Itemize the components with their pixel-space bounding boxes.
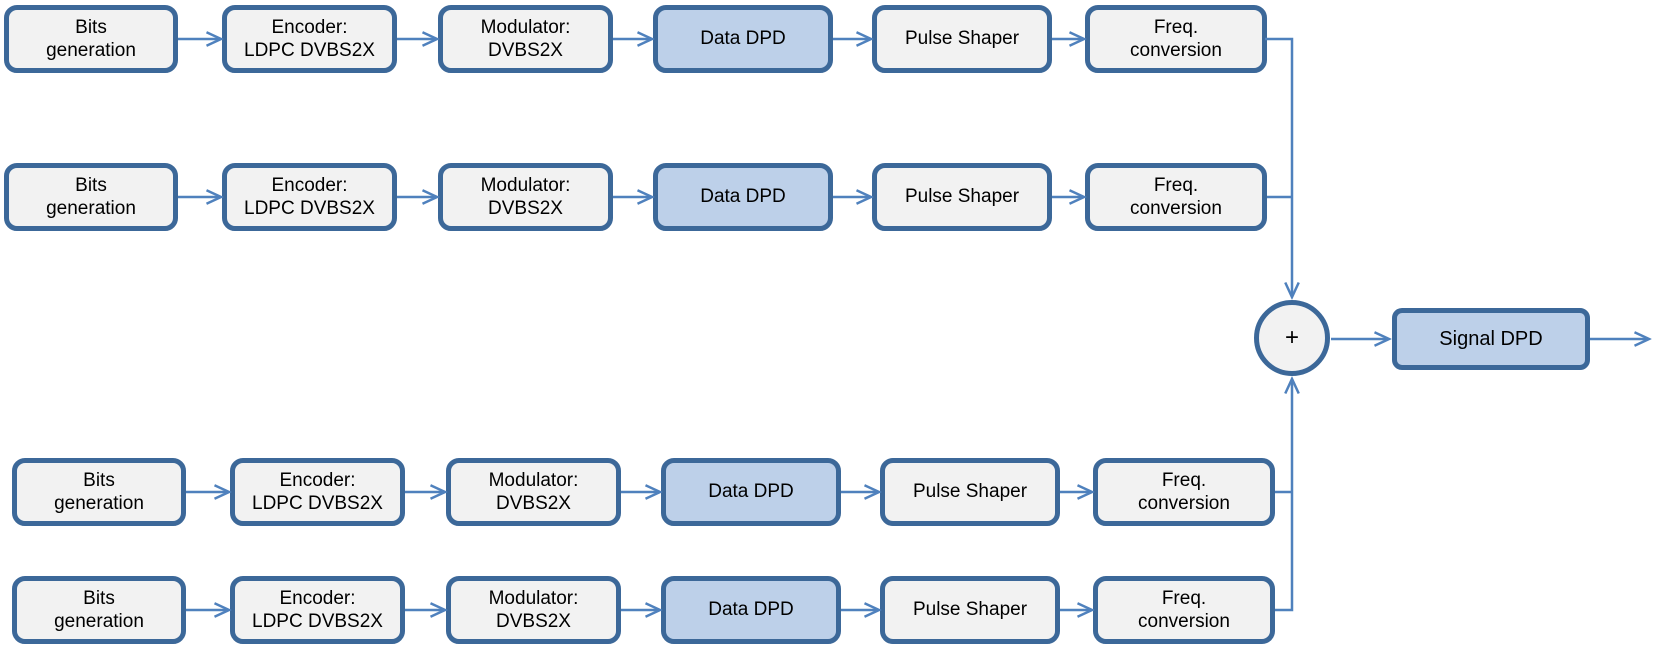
block-bits-generation-chain3: Bits generation (12, 458, 186, 526)
block-modulator-chain4: Modulator: DVBS2X (446, 576, 621, 644)
block-freq-conversion-chain1: Freq. conversion (1085, 5, 1267, 73)
block-signal-dpd: Signal DPD (1392, 308, 1590, 370)
block-freq-conversion-chain4: Freq. conversion (1093, 576, 1275, 644)
block-encoder-chain3: Encoder: LDPC DVBS2X (230, 458, 405, 526)
block-encoder-chain2: Encoder: LDPC DVBS2X (222, 163, 397, 231)
connector-chain4-to-sum (1275, 380, 1292, 612)
block-pulse-shaper-chain4: Pulse Shaper (880, 576, 1060, 644)
block-freq-conversion-chain2: Freq. conversion (1085, 163, 1267, 231)
block-pulse-shaper-chain1: Pulse Shaper (872, 5, 1052, 73)
block-bits-generation-chain4: Bits generation (12, 576, 186, 644)
plus-icon: + (1284, 324, 1299, 351)
block-pulse-shaper-chain2: Pulse Shaper (872, 163, 1052, 231)
block-data-dpd-chain3: Data DPD (661, 458, 841, 526)
block-data-dpd-chain2: Data DPD (653, 163, 833, 231)
block-modulator-chain3: Modulator: DVBS2X (446, 458, 621, 526)
block-modulator-chain2: Modulator: DVBS2X (438, 163, 613, 231)
block-encoder-chain1: Encoder: LDPC DVBS2X (222, 5, 397, 73)
block-bits-generation-chain2: Bits generation (4, 163, 178, 231)
block-pulse-shaper-chain3: Pulse Shaper (880, 458, 1060, 526)
block-bits-generation-chain1: Bits generation (4, 5, 178, 73)
connector-chain1-to-sum (1265, 37, 1292, 296)
block-freq-conversion-chain3: Freq. conversion (1093, 458, 1275, 526)
sum-node: + (1254, 300, 1330, 376)
block-data-dpd-chain1: Data DPD (653, 5, 833, 73)
block-data-dpd-chain4: Data DPD (661, 576, 841, 644)
block-encoder-chain4: Encoder: LDPC DVBS2X (230, 576, 405, 644)
block-modulator-chain1: Modulator: DVBS2X (438, 5, 613, 73)
